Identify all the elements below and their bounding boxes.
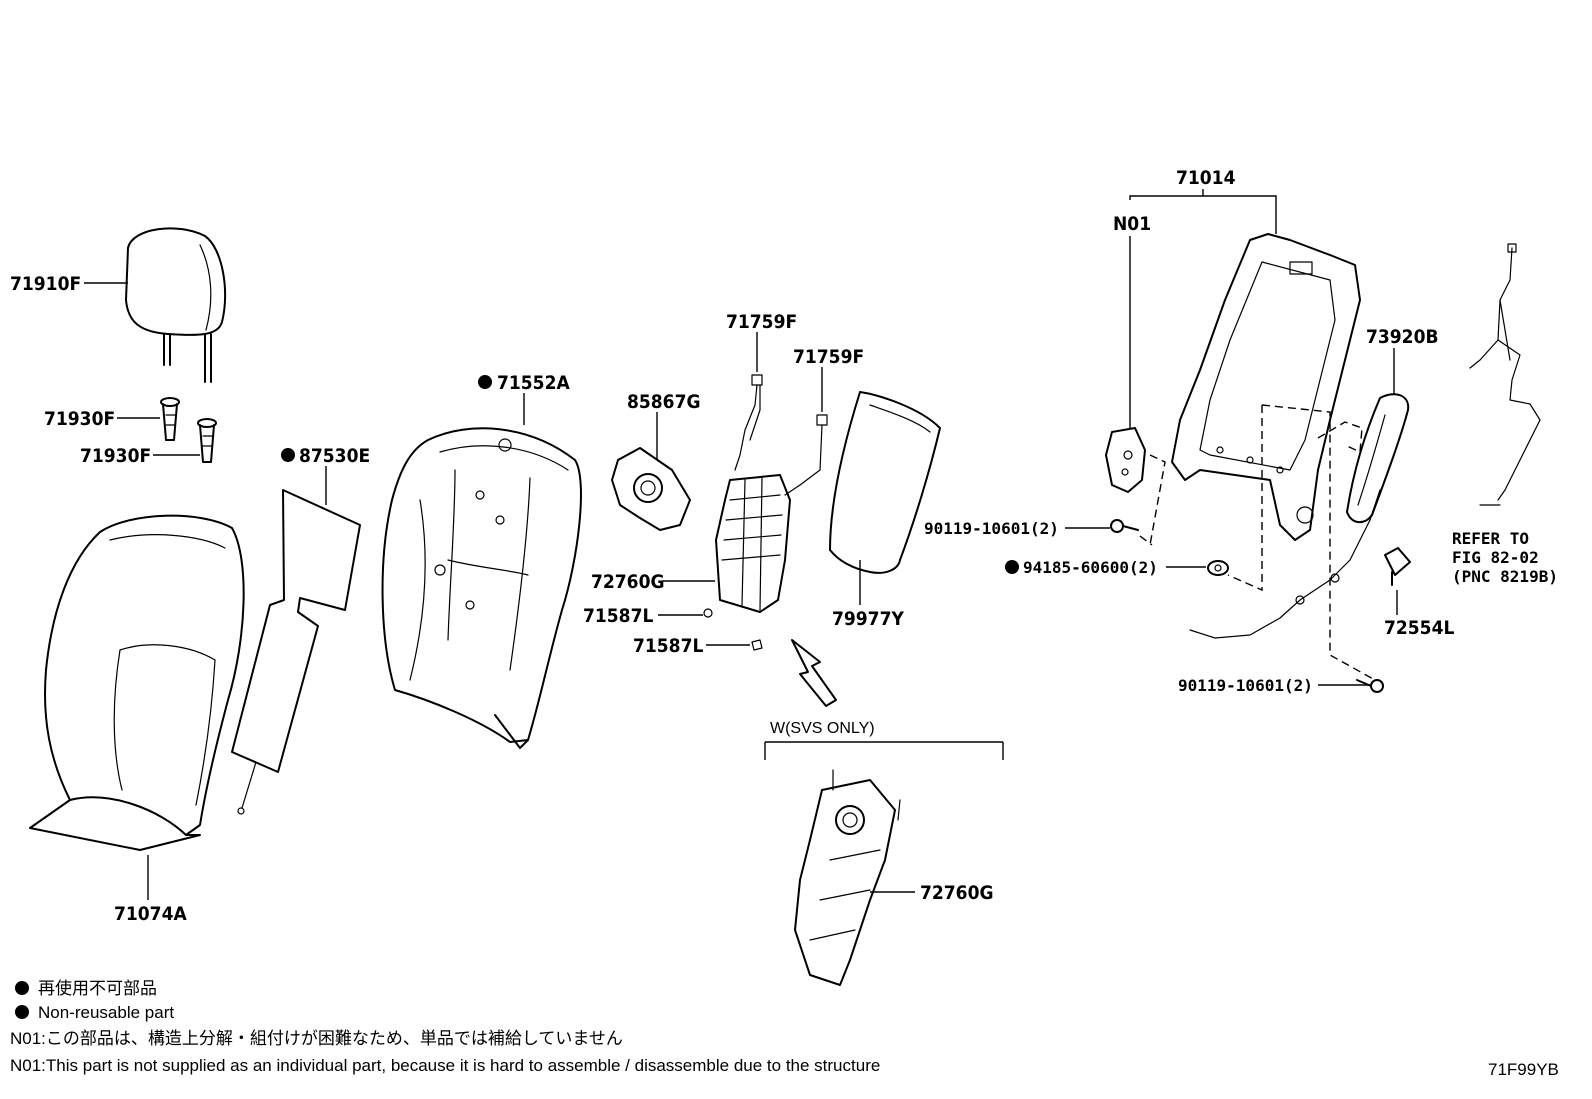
label-N01: N01 [1113, 213, 1151, 235]
legend-n01-en: N01:This part is not supplied as an indi… [10, 1056, 880, 1075]
pad-drawing [231, 489, 361, 815]
label-71930F-a: 71930F [44, 408, 115, 430]
bolt-90119-b [1356, 679, 1384, 693]
back-board-drawing [829, 391, 941, 574]
n01-recliner-drawing [1105, 427, 1146, 493]
label-90119-b: 90119-10601(2) [1178, 676, 1313, 695]
headrest-drawing [125, 227, 227, 383]
cable-drawing [1189, 489, 1411, 639]
label-71910F: 71910F [10, 273, 81, 295]
label-72760G-a: 72760G [591, 571, 665, 593]
label-71552A: 71552A [497, 372, 570, 394]
assembly-dashed-lines [1139, 404, 1376, 681]
legend-nonreusable-en: Non-reusable part [38, 1003, 174, 1022]
label-73920B: 73920B [1366, 326, 1439, 348]
seatback-pad-drawing [381, 427, 582, 749]
refer-line-2: FIG 82-02 [1452, 548, 1539, 567]
figure-id: 71F99YB [1488, 1060, 1559, 1079]
label-85867G: 85867G [627, 391, 701, 413]
leader-lines [84, 189, 1398, 900]
label-71759F-a: 71759F [726, 311, 797, 333]
headrest-support-drawing [160, 397, 217, 463]
legend-n01-jp: N01:この部品は、構造上分解・組付けが困難なため、単品では補給していません [10, 1029, 623, 1048]
label-79977Y: 79977Y [832, 608, 904, 630]
label-90119-a: 90119-10601(2) [924, 519, 1059, 538]
seatback-cover-drawing [29, 514, 245, 851]
label-72554L: 72554L [1384, 617, 1454, 639]
lumbar-support-drawing [703, 374, 828, 651]
label-94185: 94185-60600(2) [1023, 558, 1158, 577]
nut-94185 [1207, 560, 1229, 576]
label-87530E: 87530E [299, 445, 370, 467]
label-72760G-b: 72760G [920, 882, 994, 904]
label-71759F-b: 71759F [793, 346, 864, 368]
label-71014: 71014 [1176, 167, 1236, 189]
legend-dot-en [15, 1005, 29, 1019]
label-71074A: 71074A [114, 903, 187, 925]
bolt-90119-a [1110, 519, 1139, 533]
label-71587L-a: 71587L [583, 605, 653, 627]
legend-nonreusable-jp: 再使用不可部品 [38, 978, 157, 998]
nonreusable-dot-71552A [478, 375, 492, 389]
wire-harness-drawing [1469, 243, 1541, 506]
side-pad-drawing [1346, 393, 1410, 524]
seat-frame-drawing [1171, 233, 1361, 541]
legend-dot-jp [15, 981, 29, 995]
svs-label: W(SVS ONLY) [770, 720, 875, 737]
nonreusable-dot-94185 [1005, 560, 1019, 574]
nonreusable-dot-87530E [281, 448, 295, 462]
svs-arrow [791, 639, 837, 707]
lumbar-motor-drawing [611, 447, 691, 531]
label-71930F-b: 71930F [80, 445, 151, 467]
refer-line-3: (PNC 8219B) [1452, 567, 1558, 586]
svs-bracket [764, 741, 1004, 986]
refer-line-1: REFER TO [1452, 529, 1529, 548]
label-71587L-b: 71587L [633, 635, 703, 657]
